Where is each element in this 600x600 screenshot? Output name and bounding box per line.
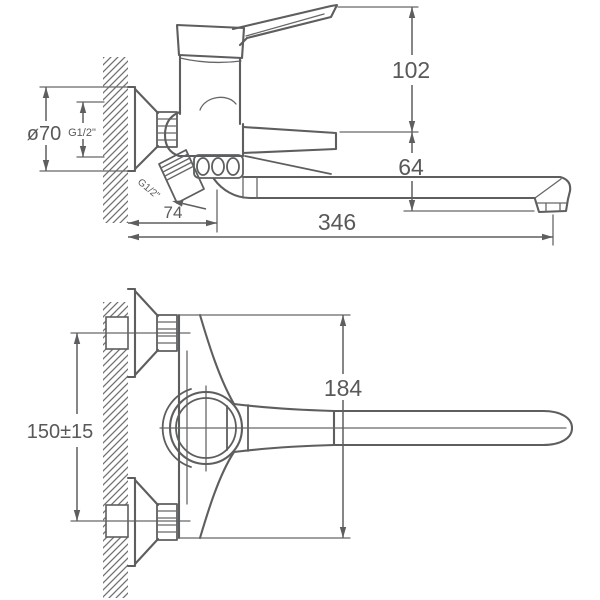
dim-346-label: 346 [318,209,356,235]
shower-outlet-side [158,149,207,210]
escutcheon-plan-bottom [126,476,178,568]
dimension-346: 346 [128,209,554,246]
spout-side [212,175,572,214]
wall-hatch-side [103,57,128,223]
thread-shower-label: G1/2" [135,177,162,202]
dim-escutcheon-diameter-label: ø70 [27,123,61,145]
dim-150-label: 150±15 [27,421,94,443]
dimension-184: 184 [178,314,363,539]
side-view: ø70 G1/2" 102 64 74 [27,3,572,246]
handle-ball-outline [168,390,244,466]
wall-hatch-plan [103,302,128,598]
faucet-body-side [163,3,339,179]
escutcheon-plan-top [126,287,178,379]
thread-shower-label-group: G1/2" [135,177,162,202]
dimension-74: 74 [128,189,218,233]
dimension-dia70: ø70 [27,86,129,172]
dim-184-label: 184 [324,375,363,401]
plan-view: 184 150±15 [27,287,574,598]
dim-64-label: 64 [398,154,424,180]
dimension-64: 64 [398,132,535,212]
dim-74-label: 74 [164,203,183,222]
faucet-body-plan [159,313,574,540]
dimension-g-half-wall: G1/2" [68,101,105,158]
thread-wall-label: G1/2" [68,127,96,139]
dim-102-label: 102 [392,57,430,83]
dimension-150: 150±15 [27,333,94,521]
dimension-102: 102 [337,6,430,133]
